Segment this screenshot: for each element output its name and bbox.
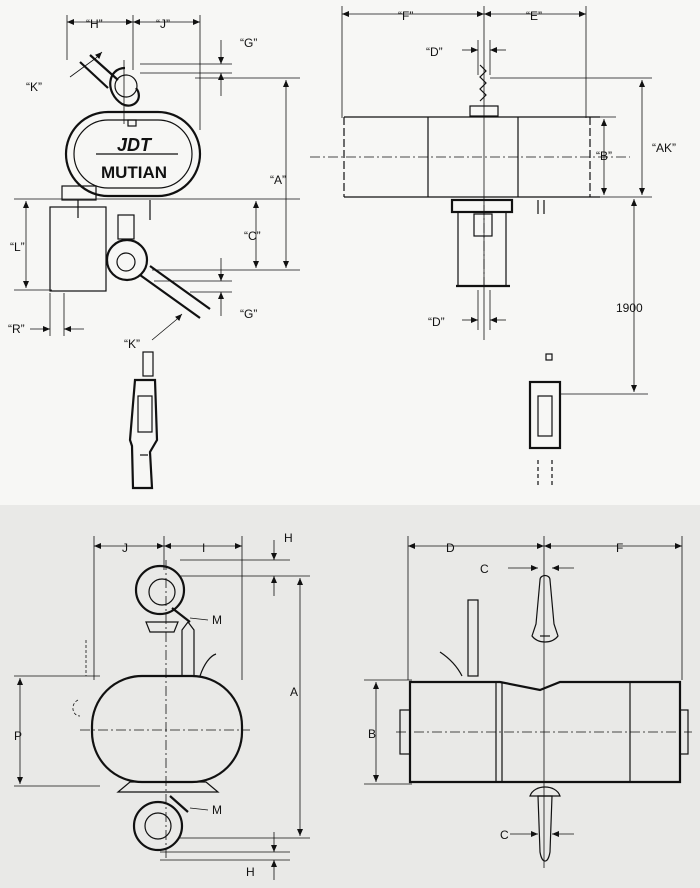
- label-P: P: [14, 729, 22, 743]
- label-D-bottom: “D”: [428, 315, 445, 329]
- brand-line1: JDT: [117, 135, 153, 155]
- label-AK: “AK”: [652, 141, 676, 155]
- label-H-top: H: [284, 531, 293, 545]
- label-F-front: F: [616, 541, 623, 555]
- top-front-view: “F” “E” “D” “AK” “: [310, 6, 676, 488]
- label-B-front: B: [368, 727, 376, 741]
- label-C: “C”: [244, 229, 261, 243]
- label-A-bottom: A: [290, 685, 298, 699]
- label-height-1900: 1900: [616, 301, 643, 315]
- label-F: “F”: [398, 9, 413, 23]
- bottom-front-view: D F C B: [364, 536, 692, 868]
- label-C-top: C: [480, 562, 489, 576]
- label-I: I: [202, 541, 205, 555]
- label-H: “H”: [86, 17, 103, 31]
- label-A: “A”: [270, 173, 286, 187]
- label-G-bottom: “G”: [240, 307, 257, 321]
- label-M-bottom: M: [212, 803, 222, 817]
- label-C-bottom: C: [500, 828, 509, 842]
- label-J-bottom: J: [122, 541, 128, 555]
- label-J: “J”: [156, 17, 170, 31]
- label-B: “B”: [596, 149, 612, 163]
- label-H-bottom: H: [246, 865, 255, 879]
- bottom-side-view: J I H M P: [14, 531, 310, 880]
- bottom-panel-background: [0, 505, 700, 888]
- label-K-top: “K”: [26, 80, 42, 94]
- label-D-top: “D”: [426, 45, 443, 59]
- label-L: “L”: [10, 240, 25, 254]
- top-panel-background: [0, 0, 700, 505]
- label-E: “E”: [526, 9, 542, 23]
- brand-line2: MUTIAN: [101, 163, 167, 182]
- label-D-front: D: [446, 541, 455, 555]
- label-G-top: “G”: [240, 36, 257, 50]
- label-R: “R”: [8, 322, 25, 336]
- label-K-bottom: “K”: [124, 337, 140, 351]
- top-side-view: “H” “J” “G” “K” JDT MUTIAN: [8, 15, 300, 490]
- label-M-top: M: [212, 613, 222, 627]
